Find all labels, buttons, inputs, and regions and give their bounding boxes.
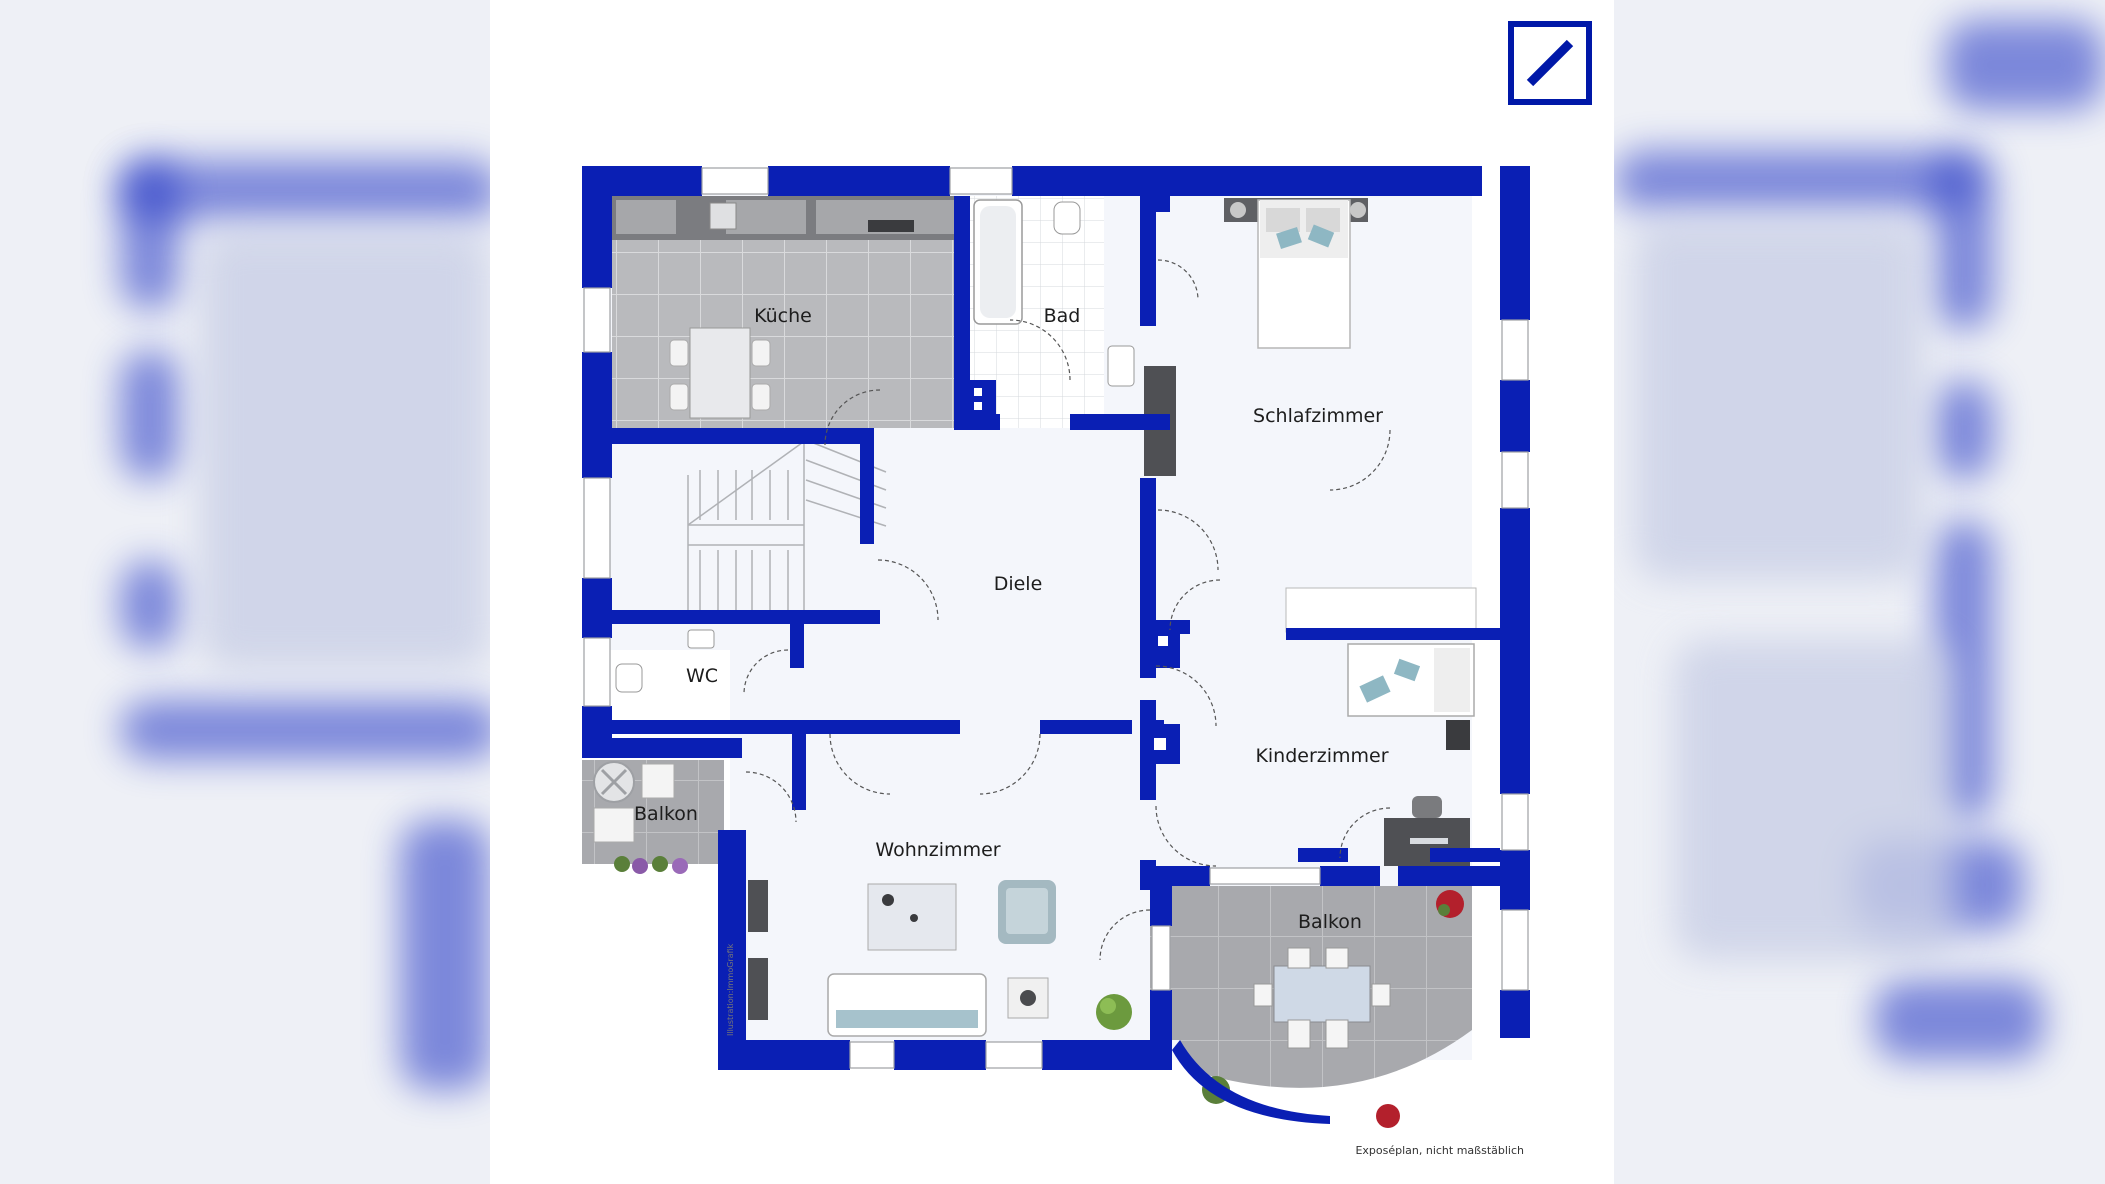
room-label-balkon-right: Balkon xyxy=(1298,911,1362,933)
door-swings xyxy=(743,259,1391,961)
wall-details xyxy=(974,388,1168,750)
bathtub xyxy=(973,199,1023,325)
room-label-wc: WC xyxy=(686,665,718,687)
floor-plan-panel: Küche Bad Schlafzimmer Diele WC Balkon W… xyxy=(490,0,1614,1184)
staircase xyxy=(687,439,887,620)
floor-plan: Küche Bad Schlafzimmer Diele WC Balkon W… xyxy=(582,166,1530,1157)
room-label-diele: Diele xyxy=(994,573,1043,595)
blurred-background-left xyxy=(0,0,490,1184)
left-balcony xyxy=(582,760,724,874)
room-label-schlafzimmer: Schlafzimmer xyxy=(1253,405,1383,427)
room-label-kinderzimmer: Kinderzimmer xyxy=(1255,745,1388,767)
double-bed xyxy=(1224,198,1368,349)
room-label-balkon-left: Balkon xyxy=(634,803,698,825)
bedroom-dresser xyxy=(1285,587,1477,633)
wc-toilet xyxy=(615,663,643,693)
room-label-bad: Bad xyxy=(1044,305,1081,327)
walls xyxy=(582,166,1530,1124)
illustration-credit: Illustration:ImmoGrafik xyxy=(726,943,735,1036)
right-balcony xyxy=(1150,886,1472,1128)
room-label-kueche: Küche xyxy=(754,305,812,327)
wc-sink xyxy=(687,629,715,649)
deutsche-bank-logo[interactable] xyxy=(1508,21,1592,105)
windows xyxy=(583,167,1529,1069)
blurred-background-right xyxy=(1614,0,2105,1184)
toilet xyxy=(1053,201,1081,235)
dining-table xyxy=(669,327,771,419)
room-label-wohnzimmer: Wohnzimmer xyxy=(875,839,1000,861)
living-room-furniture xyxy=(748,880,1132,1037)
kitchen-counter xyxy=(612,196,958,240)
nightstand xyxy=(1446,720,1470,750)
single-bed xyxy=(1347,643,1475,717)
bath-sink xyxy=(1107,345,1135,387)
plan-caption: Exposéplan, nicht maßstäblich xyxy=(1355,1144,1524,1157)
